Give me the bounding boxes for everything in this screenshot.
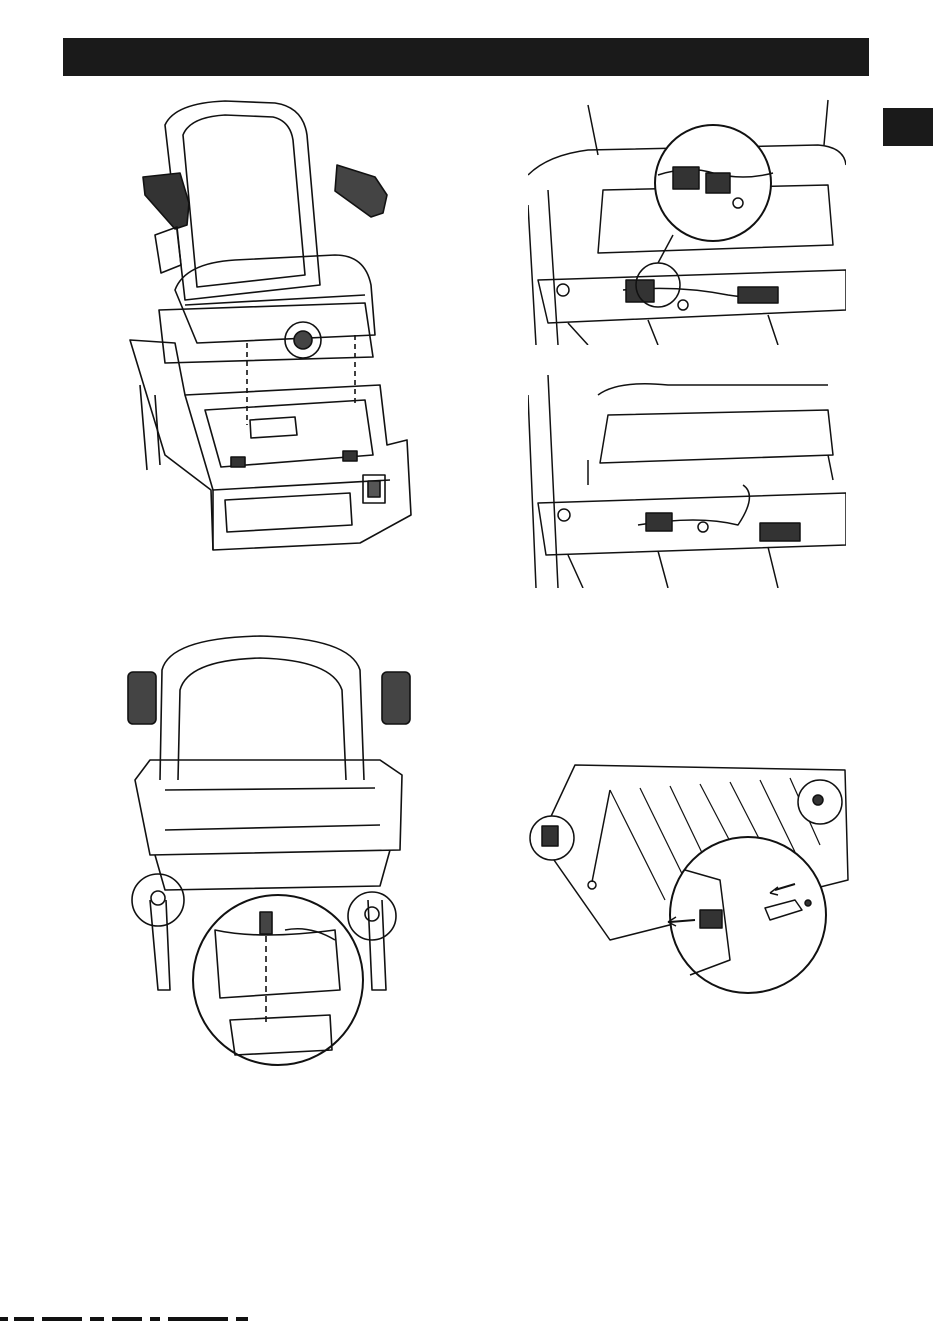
seat-connector-detail	[528, 95, 846, 345]
seat-exploded-view	[125, 95, 415, 555]
header-bar	[63, 38, 869, 76]
seat-rear-bolt-detail	[110, 630, 430, 1070]
footer-line	[0, 1314, 933, 1324]
seat-connector-unplugged	[528, 375, 846, 588]
seat-pan-pin-detail	[520, 760, 850, 995]
section-tab	[883, 108, 933, 146]
